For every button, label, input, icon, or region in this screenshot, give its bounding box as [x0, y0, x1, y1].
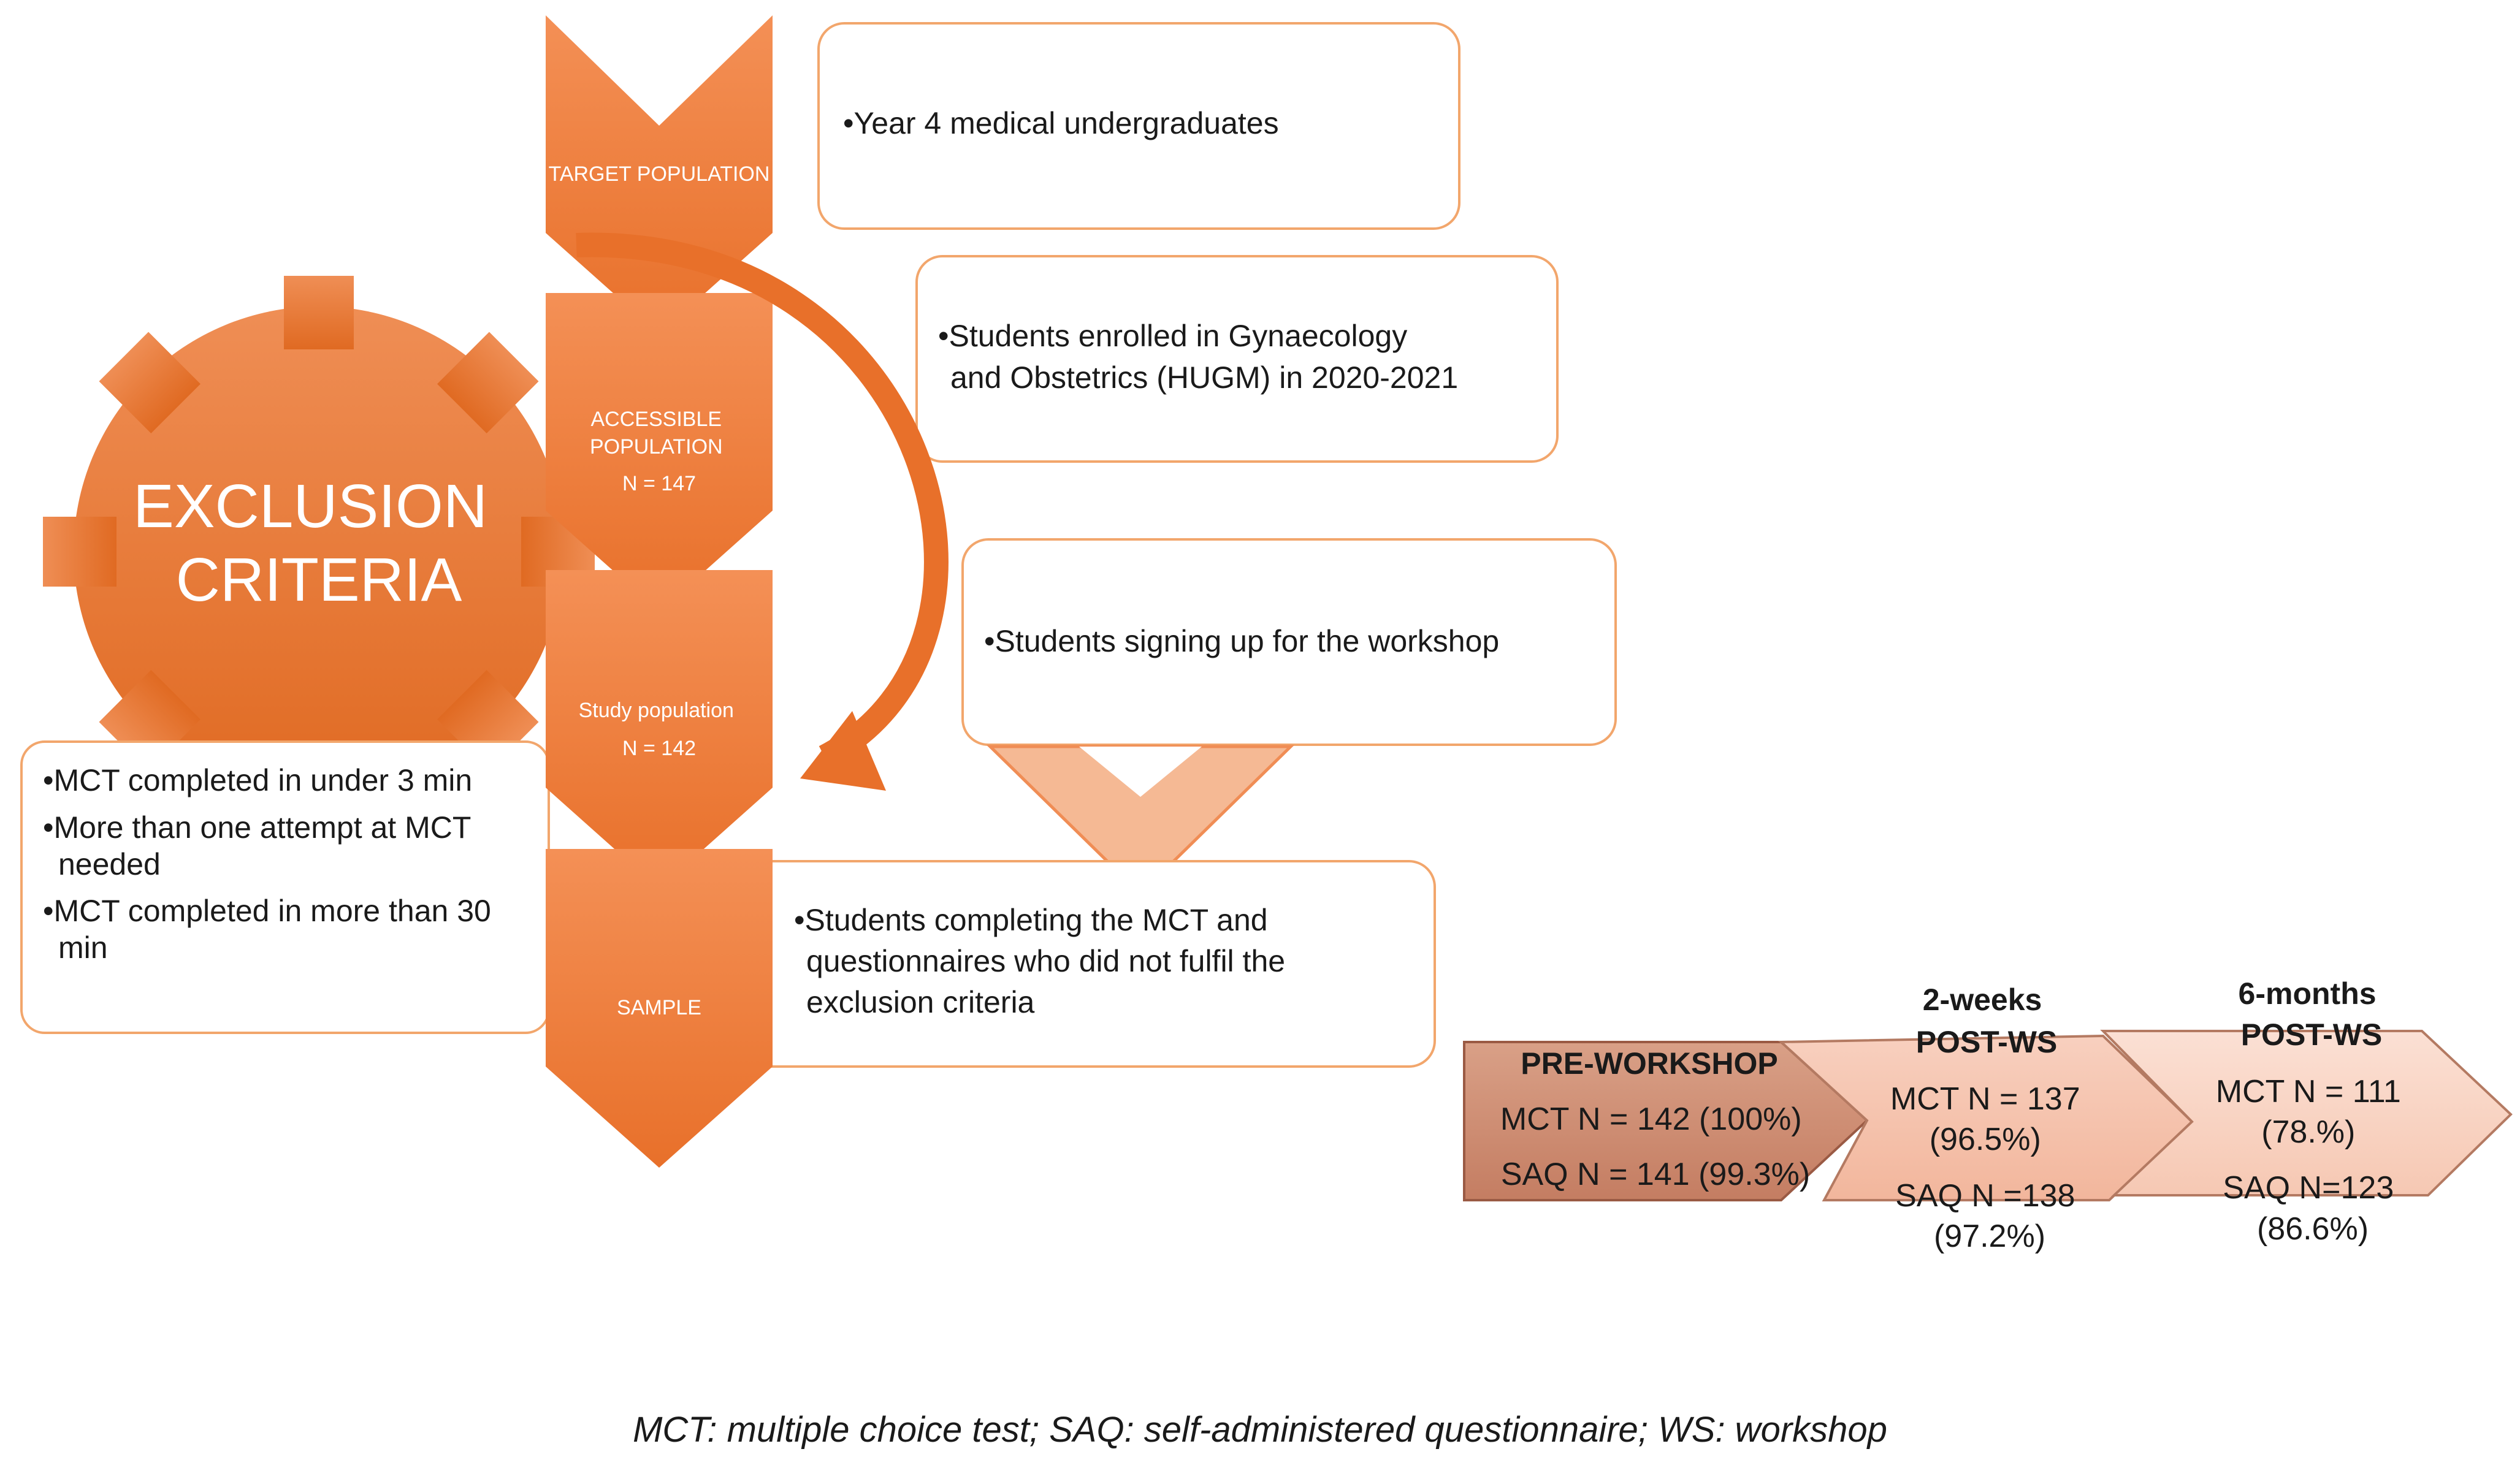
caption: MCT: multiple choice test; SAQ: self-adm… — [633, 1410, 1887, 1450]
timeline-stage-6m — [2100, 1030, 2513, 1196]
exclusion-item-2: •More than one attempt at MCT needed — [43, 810, 479, 881]
gear-icon: EXCLUSION CRITERIA — [43, 276, 595, 797]
box-signup: •Students signing up for the workshop — [961, 538, 1617, 746]
timeline-stage-2w — [1777, 1034, 2194, 1201]
timeline-6m-title: 6-months POST-WS — [2239, 976, 2385, 1052]
timeline-6m-values: MCT N = 111 (78.%) SAQ N=123 (86.6%) — [2216, 1074, 2410, 1247]
chevron-accessible-label: ACCESSIBLE POPULATION N = 147 — [590, 408, 728, 495]
timeline — [1463, 1030, 2513, 1201]
chevron-stack — [546, 15, 773, 1168]
exclusion-item-1: •MCT completed in under 3 min — [43, 763, 472, 797]
timeline-2w-values: MCT N = 137 (96.5%) SAQ N =138 (97.2%) — [1890, 1081, 2089, 1254]
chevron-sample — [546, 849, 773, 1168]
exclusion-item-3: •MCT completed in more than 30 min — [43, 894, 500, 965]
timeline-stage-pre — [1463, 1041, 1869, 1201]
chevron-study — [546, 570, 773, 889]
chevron-sample-label: SAMPLE — [617, 996, 701, 1019]
chevron-accessible — [546, 293, 773, 612]
box-completing: •Students completing the MCT and questio… — [722, 860, 1436, 1068]
chevron-target-label: TARGET POPULATION — [549, 162, 770, 186]
box-enrolled-text: •Students enrolled in Gynaecology and Ob… — [938, 319, 1458, 395]
chevron-target-notch — [546, 15, 773, 126]
curved-arrow-head-icon — [800, 711, 886, 791]
timeline-pre-values: MCT N = 142 (100%) SAQ N = 141 (99.3%) — [1500, 1101, 1811, 1192]
box-enrolled: •Students enrolled in Gynaecology and Ob… — [915, 255, 1559, 463]
curved-arrow — [576, 232, 949, 768]
box-signup-text: •Students signing up for the workshop — [984, 624, 1499, 658]
signup-funnel-notch — [1079, 747, 1202, 797]
gear-title: EXCLUSION CRITERIA — [133, 472, 505, 614]
chevron-study-label: Study population N = 142 — [579, 699, 740, 760]
box-year4: •Year 4 medical undergraduates — [817, 22, 1460, 230]
timeline-2w-title: 2-weeks POST-WS — [1916, 983, 2058, 1059]
box-completing-text: •Students completing the MCT and questio… — [794, 903, 1294, 1019]
timeline-pre-title: PRE-WORKSHOP — [1521, 1046, 1777, 1081]
box-year4-text: •Year 4 medical undergraduates — [843, 106, 1279, 140]
exclusion-criteria-box: •MCT completed in under 3 min •More than… — [20, 740, 550, 1034]
